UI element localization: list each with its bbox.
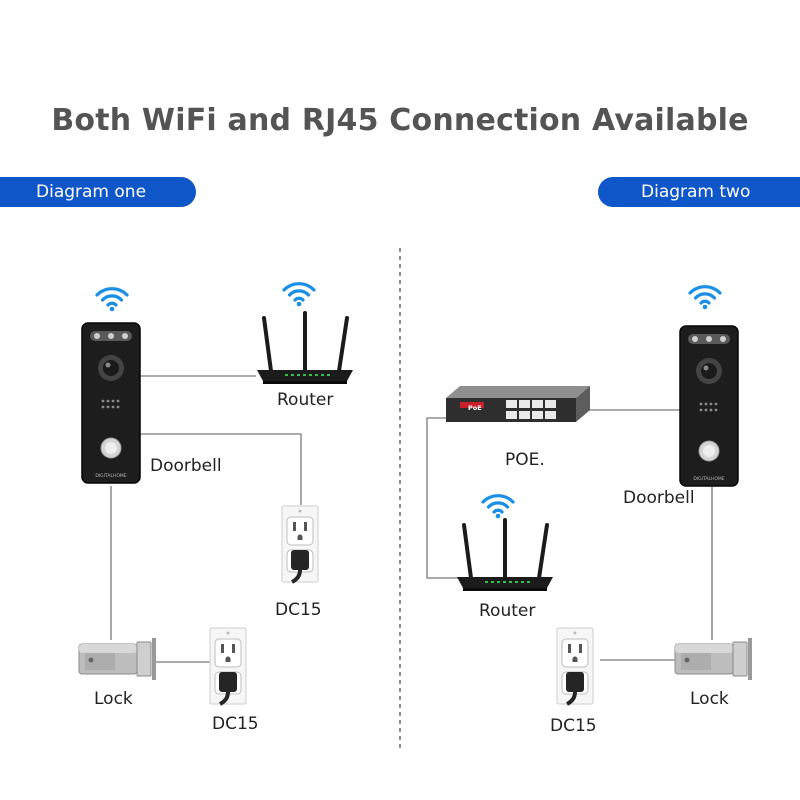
lock-one <box>78 637 157 681</box>
outlet-two <box>555 626 595 706</box>
router-two-label: Router <box>479 601 536 621</box>
doorbell-one-brand: DIGITALHOME <box>95 473 126 479</box>
doorbell-two-brand: DIGITALHOME <box>693 476 724 482</box>
doorbell-two-label: Doorbell <box>623 488 695 508</box>
wire-poe-router <box>426 417 458 579</box>
router-one <box>255 311 355 386</box>
doorbell-one-label: Doorbell <box>150 456 222 476</box>
doorbell-wifi-icon <box>95 287 129 313</box>
lock-one-label: Lock <box>94 689 133 709</box>
router-one-wifi-icon <box>282 282 316 308</box>
outlet-two-label: DC15 <box>550 716 597 736</box>
poe-label: POE. <box>505 450 545 470</box>
page-title: Both WiFi and RJ45 Connection Available <box>51 103 749 138</box>
lock-two <box>674 637 753 681</box>
doorbell-two <box>679 325 739 487</box>
outlet-one <box>280 504 320 584</box>
doorbell-two-wifi-icon <box>688 285 722 311</box>
router-one-label: Router <box>277 390 334 410</box>
doorbell-one <box>81 322 141 484</box>
outlet-lock-one-label: DC15 <box>212 714 259 734</box>
diagram-two-heading: Diagram two <box>598 177 800 207</box>
router-two <box>455 518 555 593</box>
outlet-one-label: DC15 <box>275 600 322 620</box>
lock-two-label: Lock <box>690 689 729 709</box>
diagram-one-heading: Diagram one <box>0 177 196 207</box>
wire-doorbell-outlet <box>140 433 302 505</box>
outlet-lock-one <box>208 626 248 706</box>
router-two-wifi-icon <box>481 494 515 520</box>
poe-badge: PoE <box>468 404 482 412</box>
